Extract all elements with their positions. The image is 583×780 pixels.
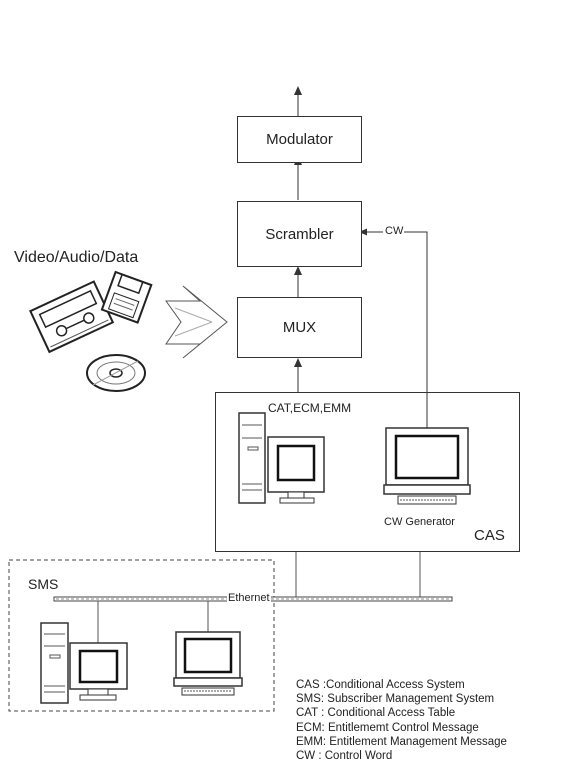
cas-tables-label: CAT,ECM,EMM	[268, 401, 352, 415]
cas-to-mux-arrow	[294, 358, 302, 392]
output-arrow	[294, 86, 302, 116]
legend-item: CW : Control Word	[296, 750, 393, 763]
sms-monitor-icon	[69, 601, 128, 701]
legend-item: EMM: Entitlement Management Message	[296, 735, 507, 748]
media-sources-icon	[29, 270, 153, 392]
mux-to-scrambler-arrow	[294, 266, 302, 297]
sms-workstation-icon	[173, 601, 243, 696]
legend-item: SMS: Subscriber Management System	[296, 693, 495, 706]
cw-generator-computer-icon	[383, 427, 471, 505]
input-arrow-icon	[165, 285, 228, 359]
sources-label: Video/Audio/Data	[14, 249, 139, 266]
cas-server-icon	[238, 412, 266, 504]
legend: CAS :Conditional Access System SMS: Subs…	[296, 678, 507, 763]
sms-server-icon	[40, 622, 69, 704]
mux-block: MUX	[237, 297, 362, 358]
cas-enclosure	[215, 392, 520, 552]
cas-label: CAS	[474, 527, 505, 544]
legend-item: CAS :Conditional Access System	[296, 679, 465, 691]
modulator-block: Modulator	[237, 116, 362, 163]
ethernet-label: Ethernet	[227, 592, 271, 604]
cas-ethernet-links	[295, 552, 421, 598]
cas-monitor-icon	[267, 436, 325, 504]
cw-generator-label: CW Generator	[384, 516, 455, 528]
legend-item: ECM: Entitlememt Control Message	[296, 721, 479, 734]
sms-enclosure	[8, 559, 275, 712]
scrambler-block: Scrambler	[237, 201, 362, 267]
cw-line	[359, 228, 428, 438]
sms-label: SMS	[28, 576, 59, 592]
legend-item: CAT : Conditional Access Table	[296, 707, 456, 720]
cw-label: CW	[384, 225, 405, 237]
